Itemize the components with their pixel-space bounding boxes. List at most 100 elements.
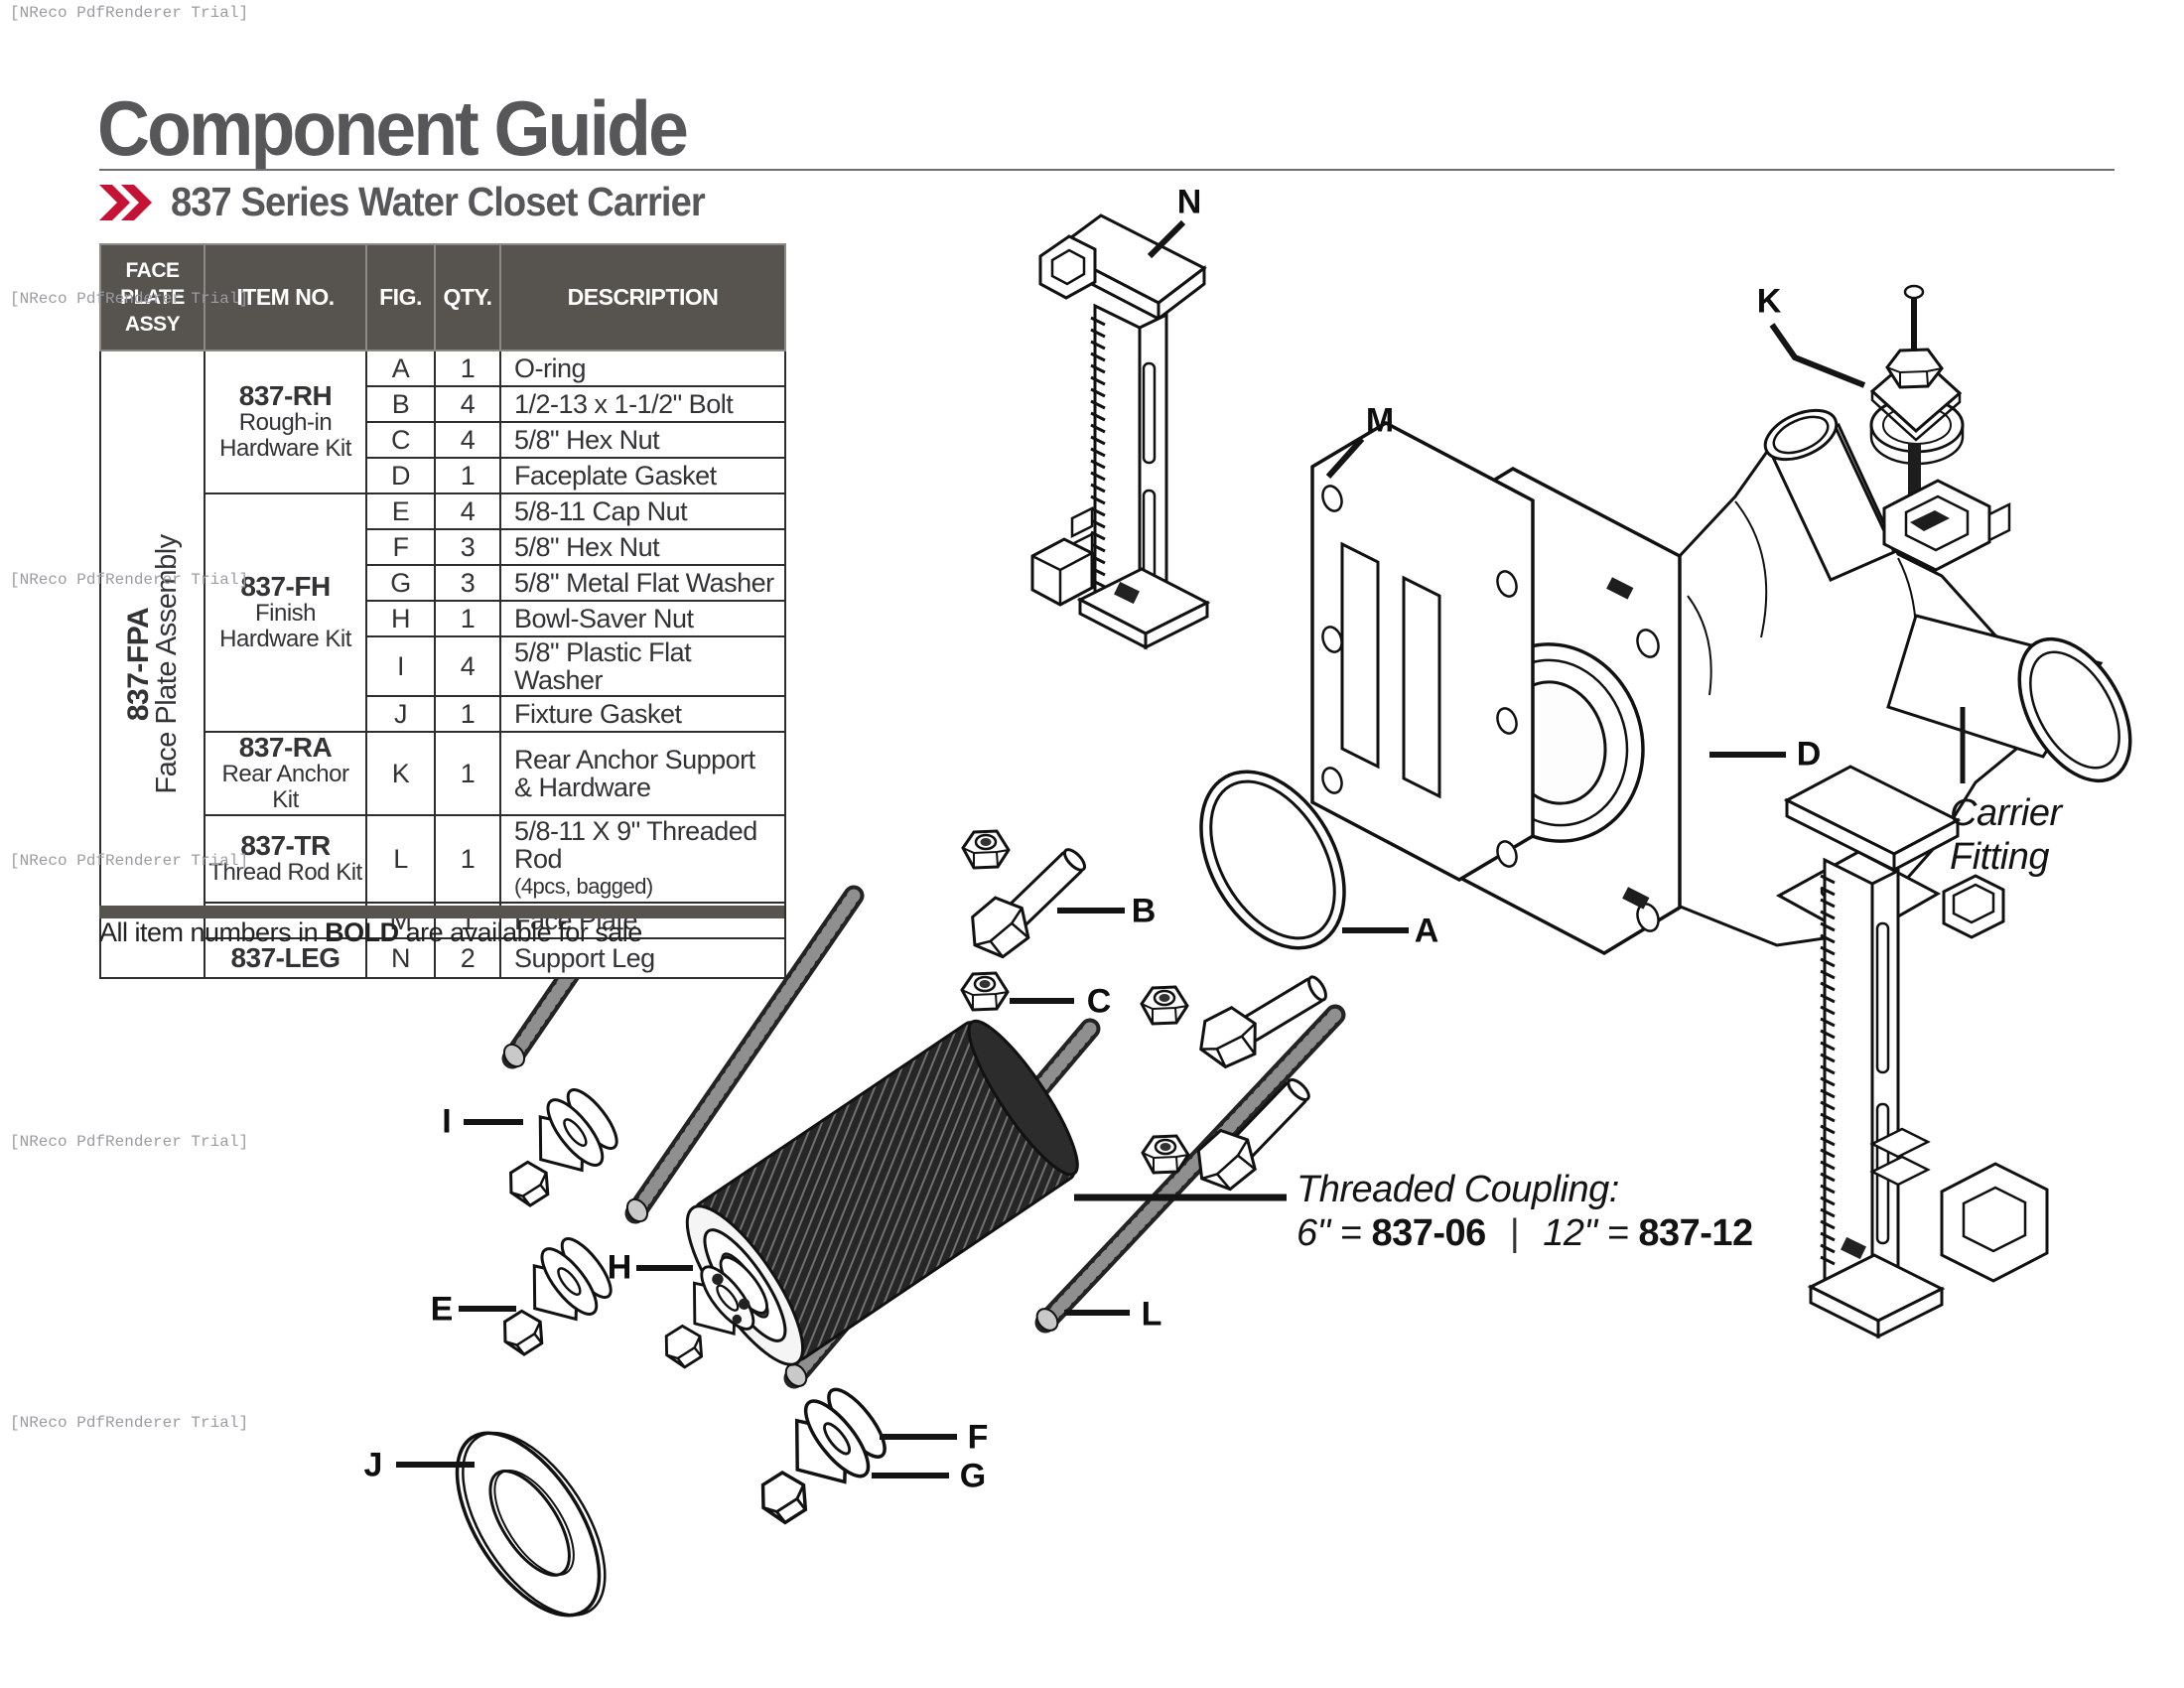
qty-cell: 3	[434, 528, 501, 566]
watermark: [NReco PdfRenderer Trial]	[10, 1133, 249, 1151]
desc-cell: Fixture Gasket	[499, 695, 786, 733]
desc-cell: Rear Anchor Support& Hardware	[499, 731, 786, 816]
item-code: 837-LEG	[230, 942, 341, 973]
desc-cell: Bowl-Saver Nut	[499, 600, 786, 637]
washer-stack-i	[509, 1088, 618, 1207]
part-label-B: B	[1131, 892, 1157, 930]
desc-text: 5/8" Hex Nut	[514, 425, 660, 455]
desc-text: Faceplate Gasket	[514, 461, 717, 491]
item-code: 837-RH	[238, 380, 333, 411]
col-header-fig: FIG.	[365, 243, 436, 352]
qty-cell: 1	[434, 600, 501, 637]
desc-cell: 5/8" Plastic Flat Washer	[499, 635, 786, 697]
desc-cell: 1/2-13 x 1-1/2" Bolt	[499, 385, 786, 423]
table-bottom-bar	[99, 906, 784, 918]
desc-text: 5/8" Hex Nut	[514, 532, 660, 562]
part-label-G: G	[959, 1457, 987, 1495]
fig-cell: D	[365, 457, 436, 494]
desc-cell: 5/8-11 Cap Nut	[499, 492, 786, 530]
part-label-N: N	[1176, 183, 1202, 221]
support-leg-right	[1783, 765, 2049, 1339]
qty-cell: 1	[434, 731, 501, 816]
col-header-qty: QTY.	[434, 243, 501, 352]
desc-text-2: (4pcs, bagged)	[514, 874, 653, 899]
fig-cell: N	[365, 937, 436, 979]
part-label-M: M	[1365, 401, 1395, 440]
part-label-F: F	[967, 1418, 989, 1457]
leader-K	[1769, 323, 1866, 388]
desc-cell: Faceplate Gasket	[499, 457, 786, 494]
item-kit-name: Finish Hardware Kit	[219, 600, 351, 652]
fig-cell: C	[365, 421, 436, 459]
item-no-cell: 837-LEG	[204, 937, 367, 979]
part-label-A: A	[1414, 912, 1439, 950]
qty-cell: 1	[434, 350, 501, 387]
watermark: [NReco PdfRenderer Trial]	[10, 4, 249, 22]
desc-cell: O-ring	[499, 350, 786, 387]
hex-nut-c	[1141, 1134, 1190, 1175]
series-subtitle: 837 Series Water Closet Carrier	[171, 179, 706, 224]
qty-cell: 4	[434, 635, 501, 697]
subtitle-row: 837 Series Water Closet Carrier	[99, 179, 745, 225]
title-rule	[99, 169, 2115, 171]
threaded-coupling-note: Threaded Coupling: 6" = 837-06 | 12" = 8…	[1297, 1169, 1753, 1254]
hex-nut-c	[961, 829, 1011, 870]
item-kit-name: Thread Rod Kit	[208, 859, 362, 886]
qty-cell: 1	[434, 457, 501, 494]
watermark: [NReco PdfRenderer Trial]	[10, 571, 249, 589]
carrier-fitting-note: Carrier Fitting	[1950, 792, 2062, 878]
part-label-H: H	[607, 1248, 632, 1287]
desc-cell: 5/8-11 X 9" Threaded Rod(4pcs, bagged)	[499, 814, 786, 904]
part-label-K: K	[1756, 282, 1782, 321]
item-code: 837-FH	[240, 571, 331, 602]
qty-cell: 4	[434, 421, 501, 459]
part-label-D: D	[1796, 735, 1822, 774]
double-chevron-icon	[99, 184, 152, 220]
parts-table: FACE PLATE ASSY ITEM NO. FIG. QTY. DESCR…	[99, 243, 786, 979]
fig-cell: H	[365, 600, 436, 637]
item-code: 837-RA	[238, 732, 333, 763]
hex-nut-c	[960, 971, 1010, 1012]
col-header-desc: DESCRIPTION	[499, 243, 786, 352]
fig-cell: B	[365, 385, 436, 423]
qty-cell: 4	[434, 492, 501, 530]
threaded-rod	[624, 885, 865, 1224]
qty-cell: 3	[434, 564, 501, 602]
col-header-item: ITEM NO.	[204, 243, 367, 352]
qty-cell: 1	[434, 814, 501, 904]
bolt-b	[1199, 975, 1327, 1069]
bold-note: All item numbers in BOLD are available f…	[99, 917, 642, 947]
face-plate-m	[1310, 420, 1535, 883]
part-label-L: L	[1141, 1295, 1162, 1334]
item-code: 837-TR	[240, 830, 331, 861]
fig-cell: I	[365, 635, 436, 697]
fig-cell: E	[365, 492, 436, 530]
desc-text: 5/8" Metal Flat Washer	[514, 568, 774, 598]
bolt-b	[971, 848, 1087, 959]
fig-cell: F	[365, 528, 436, 566]
watermark: [NReco PdfRenderer Trial]	[10, 1414, 249, 1432]
desc-text: Fixture Gasket	[514, 699, 682, 729]
part-label-C: C	[1086, 982, 1112, 1021]
qty-cell: 2	[434, 937, 501, 979]
fig-cell: L	[365, 814, 436, 904]
desc-text: 5/8-11 Cap Nut	[514, 496, 688, 526]
washer-stack-e	[503, 1237, 613, 1356]
fig-cell: A	[365, 350, 436, 387]
part-label-E: E	[430, 1290, 454, 1329]
